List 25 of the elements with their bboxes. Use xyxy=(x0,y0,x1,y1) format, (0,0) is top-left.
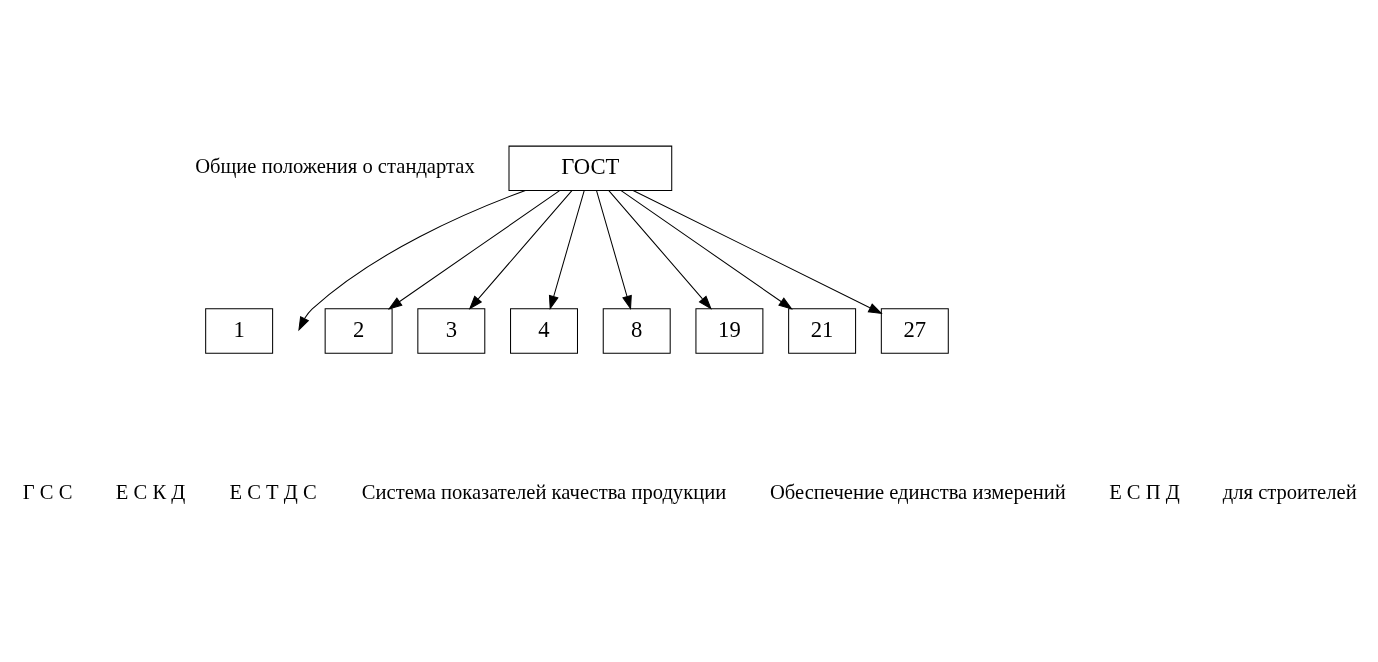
arrow xyxy=(468,190,572,310)
arrow xyxy=(632,189,883,315)
arrow xyxy=(548,190,585,311)
label: Е С Т Д С xyxy=(229,480,317,503)
node-box: 27 xyxy=(880,308,949,354)
node-box: 19 xyxy=(694,308,763,354)
node-box: 2 xyxy=(324,308,393,354)
node-box: 3 xyxy=(416,308,485,354)
node-box: 8 xyxy=(602,308,671,354)
label: Система показателей качества продукции xyxy=(361,480,726,503)
arrow xyxy=(387,190,560,310)
arrow xyxy=(297,189,526,332)
node-box: 21 xyxy=(787,308,856,354)
label: Обеспечение единства измерений xyxy=(769,480,1066,503)
node-box: 4 xyxy=(509,308,578,354)
node-box: ГОСТ xyxy=(508,145,672,191)
label: Общие положения о стандартах xyxy=(194,155,475,178)
node-box: 1 xyxy=(204,308,273,354)
label: Е С П Д xyxy=(1108,480,1180,503)
arrow xyxy=(607,190,712,310)
label: Г С С xyxy=(22,480,72,503)
label: Е С К Д xyxy=(115,480,185,503)
arrow xyxy=(620,190,793,310)
label: для строителей xyxy=(1222,480,1357,503)
arrow xyxy=(595,190,632,311)
